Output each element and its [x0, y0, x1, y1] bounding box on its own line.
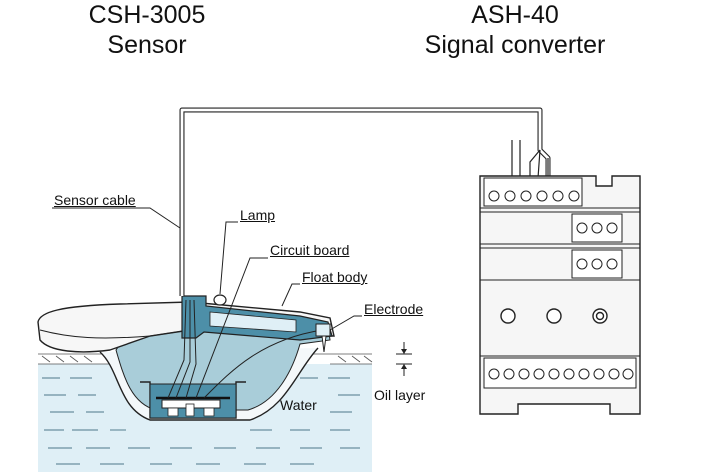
- oil-arrow-top: [401, 349, 407, 354]
- sensor-name: Sensor: [107, 31, 187, 59]
- electrode-wire: [203, 329, 323, 399]
- internal-wire-1: [167, 299, 187, 399]
- mid-terminal-block-2: [571, 249, 623, 279]
- mid-terminal-block-1: [571, 213, 623, 243]
- leader-sensor-cable: [52, 207, 181, 229]
- lamp-body: [213, 294, 227, 306]
- label-circuit-board: Circuit board: [270, 242, 350, 258]
- cable-split: [529, 149, 549, 179]
- leader-lines: [52, 207, 412, 399]
- label-electrode: Electrode: [364, 301, 424, 317]
- electrode-tip: [321, 335, 327, 353]
- float-body-cavity: [209, 311, 297, 333]
- circuit-component-1: [167, 407, 179, 417]
- label-oil-layer: Oil layer: [374, 387, 426, 403]
- label-sensor-cable: Sensor cable: [54, 192, 136, 208]
- electrode-head: [315, 323, 331, 337]
- top-terminal-block: [483, 177, 583, 207]
- leader-oil-marks: [396, 353, 412, 365]
- leader-lamp: [219, 221, 238, 295]
- converter-title: ASH-40 Signal converter: [405, 0, 625, 60]
- sensor-model: CSH-3005: [88, 1, 206, 29]
- internal-wire-3: [185, 299, 197, 399]
- float-shell-band: [39, 329, 191, 339]
- label-float-body: Float body: [302, 269, 368, 285]
- signal-converter: [479, 175, 641, 415]
- converter-model: ASH-40: [471, 1, 559, 29]
- circuit-component-2: [185, 403, 195, 417]
- indicator-lamps: [500, 308, 608, 324]
- internal-wire-2: [175, 300, 191, 399]
- label-water: Water: [280, 397, 317, 413]
- leader-float-body: [281, 283, 300, 307]
- oil-arrow-bottom: [401, 364, 407, 369]
- converter-name: Signal converter: [424, 31, 606, 59]
- leader-circuit-board: [195, 257, 268, 399]
- circuit-component-3: [203, 407, 215, 417]
- sensor-title: CSH-3005 Sensor: [62, 0, 232, 60]
- label-lamp: Lamp: [240, 207, 276, 223]
- bottom-terminal-block: [483, 357, 637, 389]
- water-dashes: [42, 377, 360, 465]
- leader-electrode: [329, 315, 362, 331]
